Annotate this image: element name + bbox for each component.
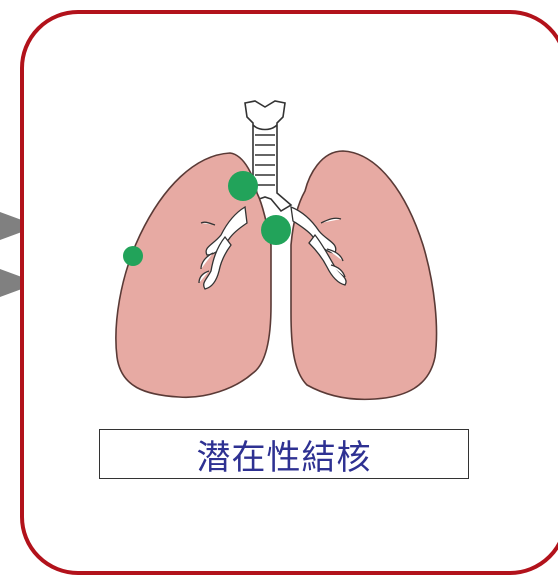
diagnosis-label-box: 潜在性結核 [99, 429, 469, 479]
diagnosis-label: 潜在性結核 [197, 430, 372, 479]
lesion-marker [228, 171, 258, 201]
left-lung [291, 151, 437, 399]
lesion-marker [261, 215, 291, 245]
lesion-marker [123, 246, 143, 266]
lungs-illustration [95, 95, 465, 425]
